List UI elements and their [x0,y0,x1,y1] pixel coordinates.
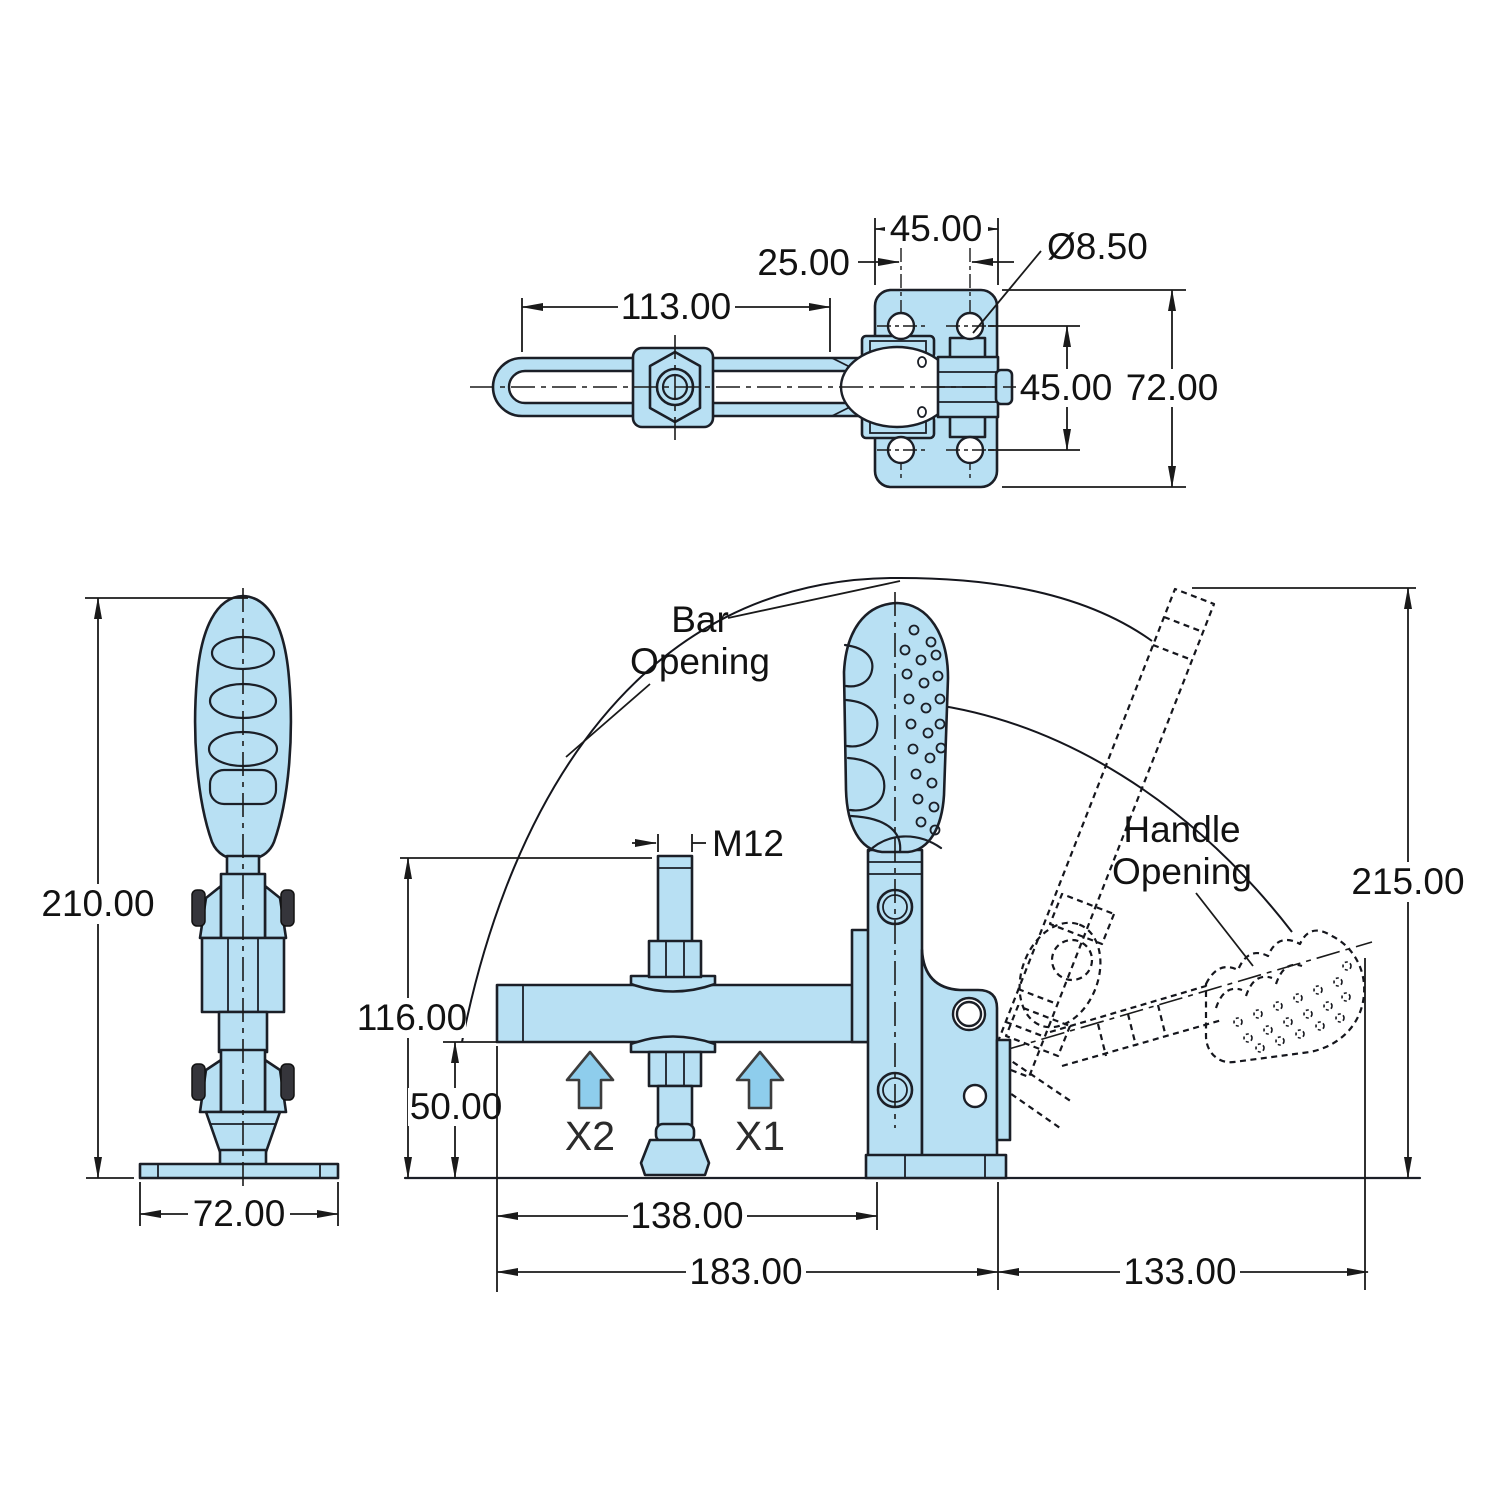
clamp-body [850,848,1012,1180]
dim-hole-row-spacing: 45.00 [1020,367,1113,408]
dim-bar-height: 50.00 [410,1086,503,1127]
open-boss [1018,921,1102,1029]
dim-hole-col-spacing: 25.00 [757,242,850,283]
pivot-pin-end [280,1063,295,1101]
spindle-foot [639,1138,711,1177]
dim-bar-end-to-body: 138.00 [630,1195,743,1236]
open-handle-grip [1204,929,1366,1064]
dim-overall-length: 183.00 [689,1251,802,1292]
force-arrow-x2 [565,1050,615,1110]
open-bar [988,587,1216,1079]
spindle-assembly [629,854,717,1177]
front-view: 210.00 72.00 [41,588,340,1234]
base-flange-front [138,1162,340,1180]
dim-handle-overhang: 133.00 [1123,1251,1236,1292]
dim-base-width: 72.00 [193,1193,286,1234]
dim-hole-diameter: Ø8.50 [1047,226,1148,267]
dim-plate-width: 45.00 [890,208,983,249]
pivot-pin-end [191,889,206,927]
front-view-dimensions: 210.00 72.00 [41,597,339,1234]
label-thread: M12 [712,823,784,864]
dim-overall-height: 210.00 [41,883,154,924]
pivot-pin-end [280,889,295,927]
label-x2: X2 [565,1113,615,1159]
force-arrow-x1 [735,1050,785,1110]
clamp-bar-side [495,983,870,1044]
top-view: 113.00 45.00 25.00 Ø8.50 45.00 72.00 [470,208,1223,489]
dim-open-height: 215.00 [1351,861,1464,902]
dim-bar-length: 113.00 [621,286,731,327]
pivot-pin-end [191,1063,206,1101]
handle-grip-side [842,601,950,854]
side-view-dimensions: 116.00 50.00 M12 Bar Opening Handle Open… [356,580,1465,1292]
label-handle-opening-2: Opening [1112,851,1252,892]
label-handle-opening-1: Handle [1123,809,1240,850]
bar-opening-arc [461,576,1153,1043]
dim-spindle-top-height: 116.00 [357,997,467,1038]
label-x1: X1 [735,1113,785,1159]
top-view-dimensions: 113.00 45.00 25.00 Ø8.50 45.00 72.00 [521,208,1223,488]
handle-opening-arc [929,703,1293,933]
label-bar-opening-1: Bar [671,599,729,640]
dim-plate-height: 72.00 [1126,367,1219,408]
label-bar-opening-2: Opening [630,641,770,682]
side-view: X2 X1 116.00 50.00 M12 Bar Opening Handl… [356,576,1465,1292]
